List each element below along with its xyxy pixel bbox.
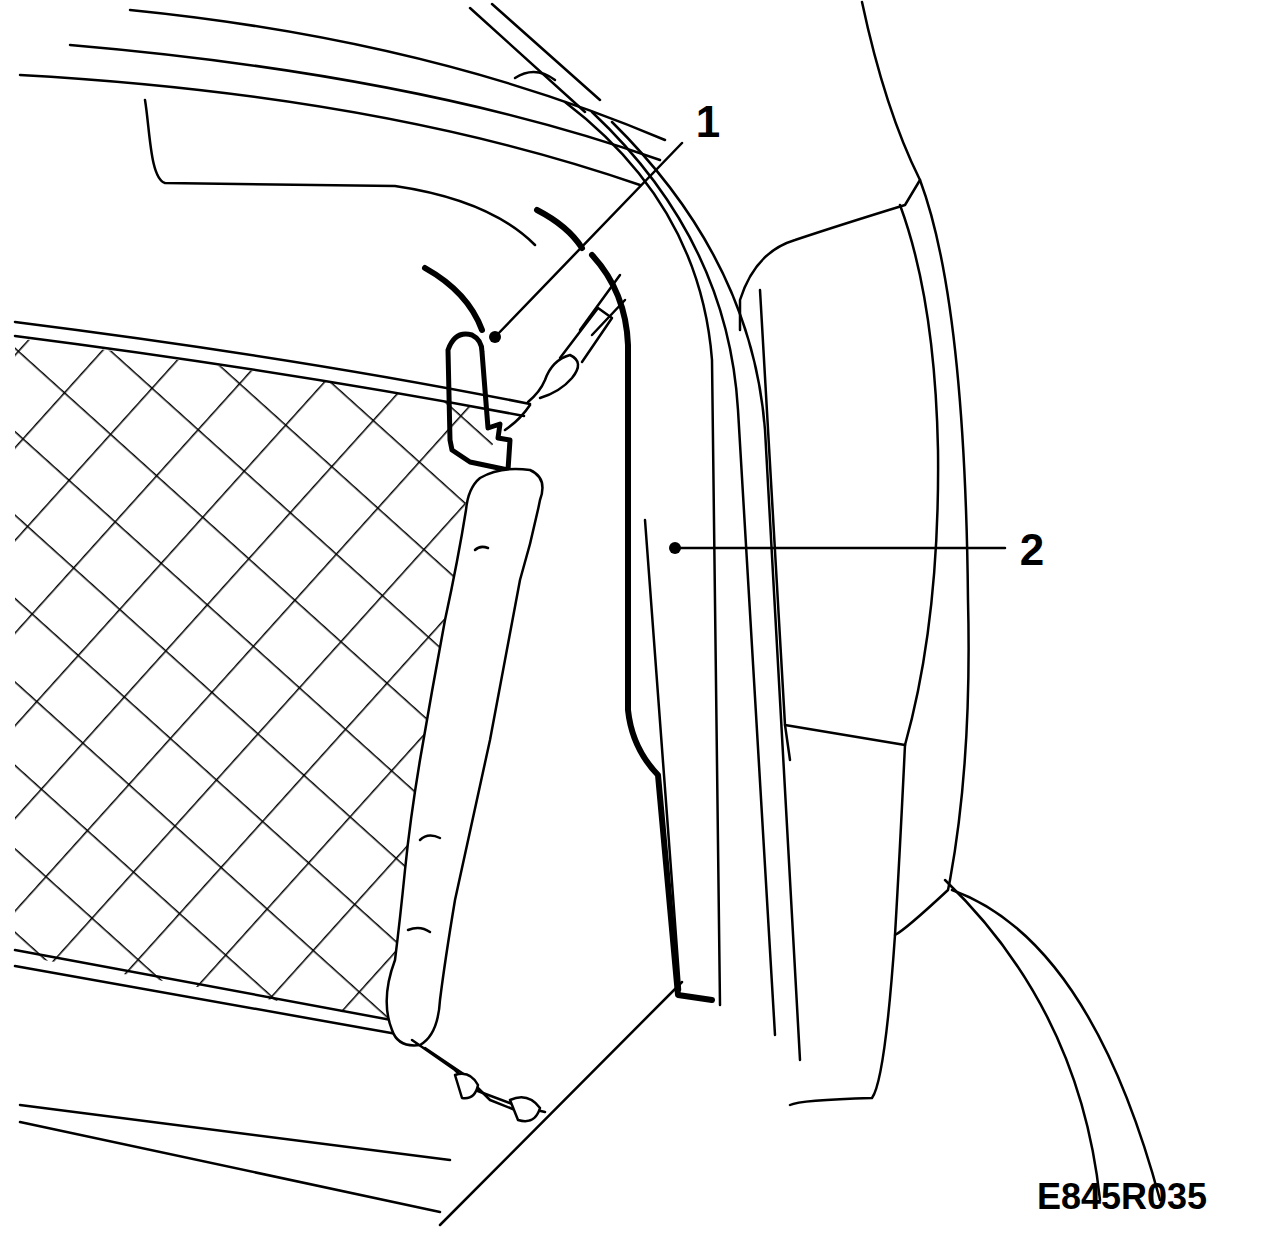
figure-code: E845R035 [1037, 1179, 1207, 1215]
callout-number: 1 [696, 100, 720, 144]
callout-number: 2 [1020, 528, 1044, 572]
